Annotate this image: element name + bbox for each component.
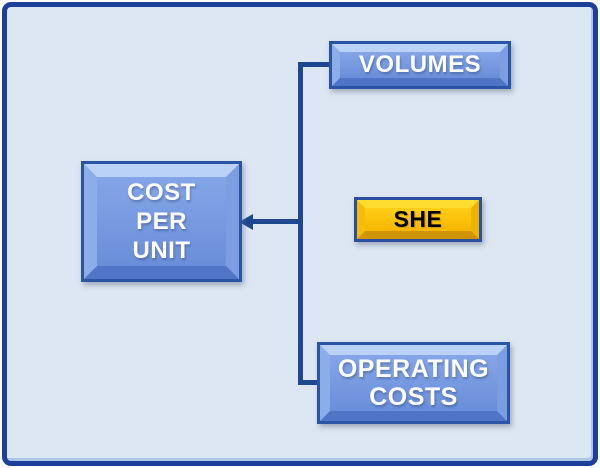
node-face: COST PER UNIT [97,177,226,266]
node-she: SHE [354,197,482,242]
connector-stub-volumes [300,62,331,67]
node-bevel: SHE [357,200,479,239]
node-cost-per-unit-line-3: UNIT [132,237,191,265]
node-cost-per-unit-line-2: PER [136,207,187,235]
node-bevel: VOLUMES [332,44,508,86]
node-bevel: OPERATING COSTS [320,345,507,421]
node-operating-costs-line-1: OPERATING [337,355,490,383]
connector-stub-operating-costs [300,380,319,385]
node-volumes: VOLUMES [329,41,511,89]
arrow-left-icon [239,214,253,230]
node-operating-costs-line-2: COSTS [369,383,458,411]
node-face: OPERATING COSTS [330,355,497,411]
node-bevel: COST PER UNIT [84,164,239,279]
node-she-label: SHE [393,206,443,232]
connector-arrow-shaft [251,219,303,224]
node-face: VOLUMES [340,52,500,78]
node-cost-per-unit-line-1: COST [127,178,196,206]
node-operating-costs: OPERATING COSTS [317,342,510,424]
node-volumes-label: VOLUMES [358,51,482,78]
node-cost-per-unit: COST PER UNIT [81,161,242,282]
node-face: SHE [365,208,471,231]
